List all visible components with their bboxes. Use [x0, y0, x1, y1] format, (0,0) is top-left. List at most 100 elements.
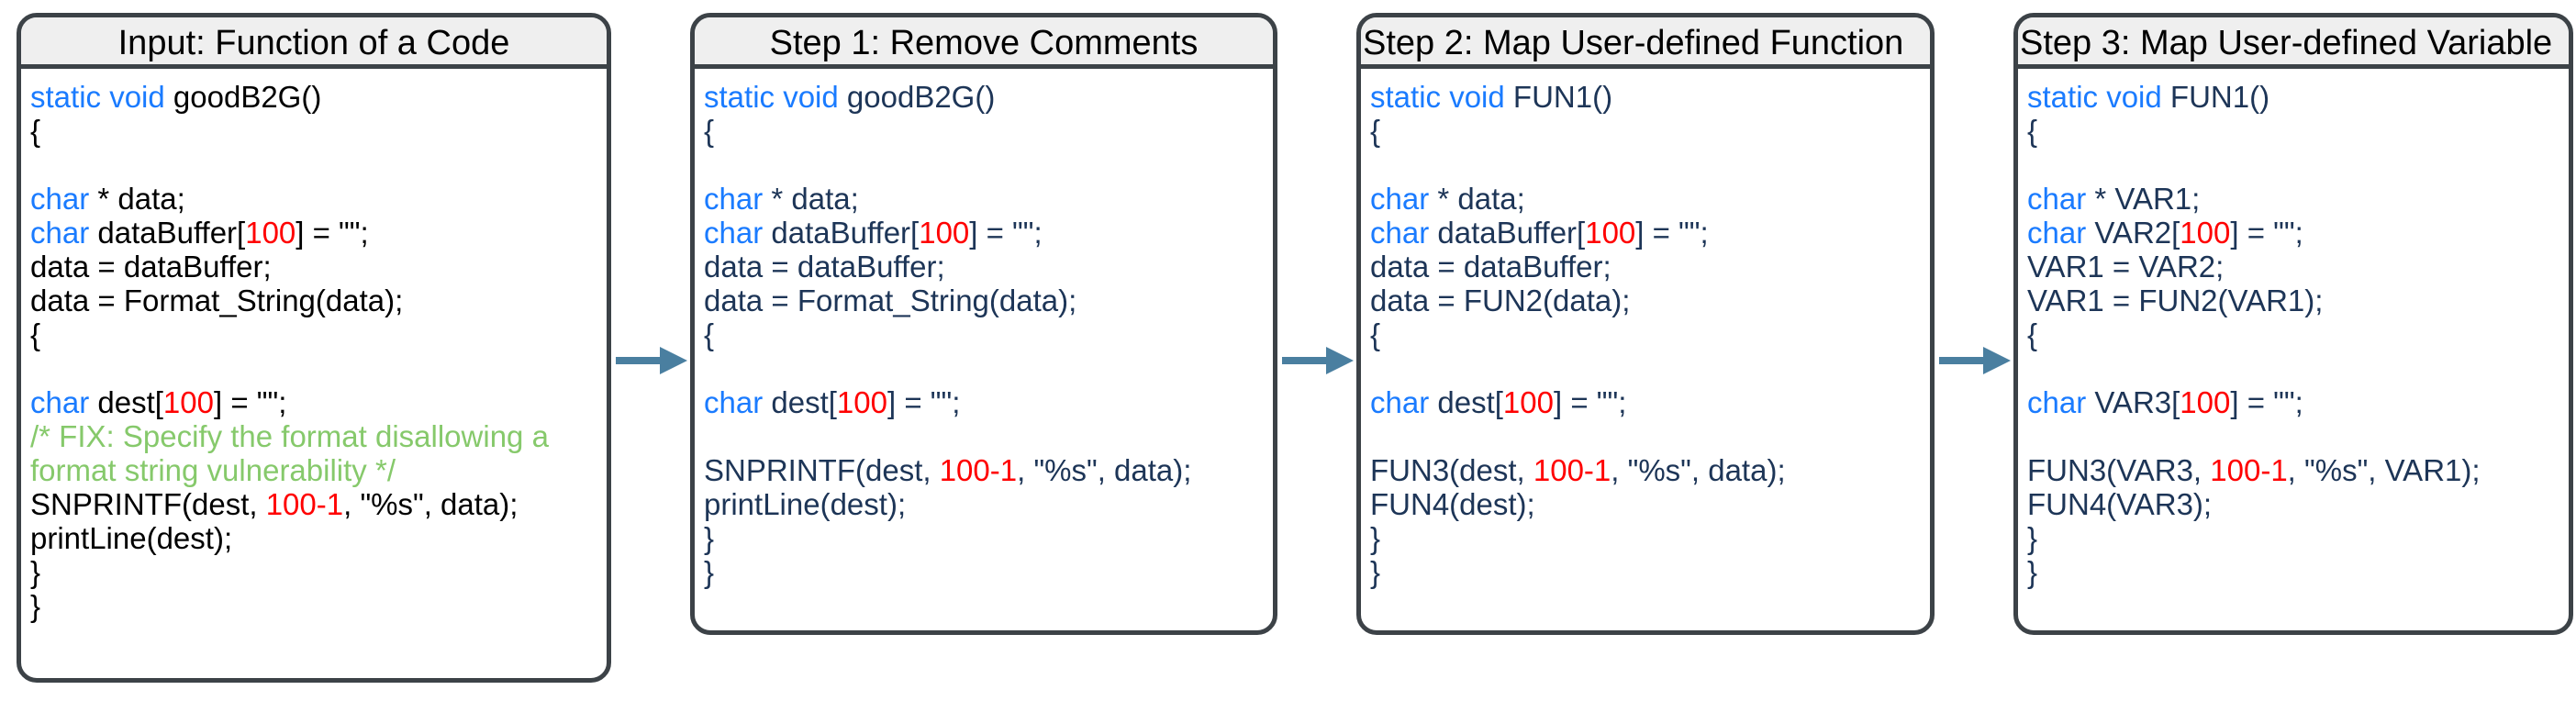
code-line: char dataBuffer[100] = "";: [704, 216, 1273, 250]
code-line: [704, 148, 1273, 182]
code-line: }: [2027, 521, 2569, 555]
arrow-step1-to-step2: [1282, 347, 1354, 374]
code-line: data = dataBuffer;: [30, 250, 607, 284]
code-text: FUN3(dest,: [1370, 453, 1533, 487]
panel-step1: Step 1: Remove Comments static void good…: [690, 13, 1277, 635]
code-line: }: [704, 555, 1273, 589]
code-line: {: [30, 317, 607, 351]
code-line: data = FUN2(data);: [1370, 284, 1930, 317]
code-line: FUN3(dest, 100-1, "%s", data);: [1370, 453, 1930, 487]
code-number: 100: [1502, 385, 1554, 419]
code-keyword: char: [1370, 182, 1430, 216]
code-text: , "%s", VAR1);: [2287, 453, 2481, 487]
code-number: 100: [2180, 216, 2231, 250]
code-text: }: [2027, 555, 2038, 589]
code-text: {: [30, 114, 41, 148]
code-line: char dest[100] = "";: [704, 385, 1273, 419]
code-text: ] = "";: [296, 216, 369, 250]
code-line: FUN4(dest);: [1370, 487, 1930, 521]
code-keyword: char: [2027, 385, 2087, 419]
code-text: VAR1 = VAR2;: [2027, 250, 2225, 284]
code-number: 100: [2180, 385, 2231, 419]
code-text: ] = "";: [969, 216, 1043, 250]
code-line: VAR1 = VAR2;: [2027, 250, 2569, 284]
code-text: data = FUN2(data);: [1370, 284, 1631, 317]
code-line: }: [1370, 521, 1930, 555]
code-text: {: [704, 317, 715, 351]
code-number: 100-1: [2210, 453, 2288, 487]
code-line: data = dataBuffer;: [1370, 250, 1930, 284]
code-line: data = dataBuffer;: [704, 250, 1273, 284]
panel-step3: Step 3: Map User-defined Variable static…: [2013, 13, 2573, 635]
code-text: }: [30, 589, 41, 623]
code-keyword: char: [30, 385, 90, 419]
code-line: char dataBuffer[100] = "";: [30, 216, 607, 250]
code-line: char dest[100] = "";: [1370, 385, 1930, 419]
code-keyword: char: [704, 385, 764, 419]
code-line: /* FIX: Specify the format disallowing a: [30, 419, 607, 453]
code-text: goodB2G(): [846, 80, 996, 114]
code-text: FUN4(VAR3);: [2027, 487, 2213, 521]
code-line: SNPRINTF(dest, 100-1, "%s", data);: [704, 453, 1273, 487]
code-line: {: [704, 114, 1273, 148]
code-keyword: char: [30, 216, 90, 250]
code-text: data = dataBuffer;: [30, 250, 272, 284]
panel-step2-title: Step 2: Map User-defined Function: [1361, 17, 1930, 69]
panel-step1-code: static void goodB2G(){ char * data;char …: [695, 69, 1273, 589]
code-line: static void FUN1(): [2027, 80, 2569, 114]
code-text: goodB2G(): [173, 80, 322, 114]
code-text: FUN3(VAR3,: [2027, 453, 2211, 487]
code-line: [2027, 351, 2569, 385]
code-line: format string vulnerability */: [30, 453, 607, 487]
arrow-step2-to-step3: [1939, 347, 2011, 374]
code-text: }: [1370, 555, 1381, 589]
code-line: FUN3(VAR3, 100-1, "%s", VAR1);: [2027, 453, 2569, 487]
code-line: SNPRINTF(dest, 100-1, "%s", data);: [30, 487, 607, 521]
code-text: ] = "";: [1553, 385, 1627, 419]
code-line: [704, 419, 1273, 453]
code-number: 100-1: [265, 487, 344, 521]
code-text: }: [704, 521, 715, 555]
code-line: {: [704, 317, 1273, 351]
code-text: VAR3[: [2086, 385, 2180, 419]
code-keyword: char: [1370, 216, 1430, 250]
code-text: VAR1 = FUN2(VAR1);: [2027, 284, 2324, 317]
code-number: 100-1: [1533, 453, 1611, 487]
code-line: }: [704, 521, 1273, 555]
code-keyword: char: [2027, 216, 2087, 250]
code-line: char dest[100] = "";: [30, 385, 607, 419]
code-text: FUN4(dest);: [1370, 487, 1535, 521]
code-line: data = Format_String(data);: [30, 284, 607, 317]
code-text: dataBuffer[: [1429, 216, 1586, 250]
code-line: [1370, 148, 1930, 182]
code-line: [2027, 419, 2569, 453]
code-text: ] = "";: [213, 385, 287, 419]
code-line: char * data;: [30, 182, 607, 216]
arrow-head: [1326, 347, 1354, 374]
code-line: printLine(dest);: [704, 487, 1273, 521]
code-text: data = Format_String(data);: [704, 284, 1077, 317]
code-line: {: [1370, 317, 1930, 351]
code-number: 100: [245, 216, 296, 250]
code-line: }: [30, 555, 607, 589]
code-text: dest[: [89, 385, 163, 419]
code-line: [1370, 419, 1930, 453]
code-line: static void FUN1(): [1370, 80, 1930, 114]
code-line: char VAR2[100] = "";: [2027, 216, 2569, 250]
code-line: [1370, 351, 1930, 385]
code-text: , "%s", data);: [343, 487, 519, 521]
code-text: data = dataBuffer;: [704, 250, 945, 284]
code-text: dataBuffer[: [89, 216, 246, 250]
code-line: {: [1370, 114, 1930, 148]
code-text: SNPRINTF(dest,: [30, 487, 266, 521]
code-text: * data;: [89, 182, 185, 216]
code-text: {: [2027, 317, 2038, 351]
code-keyword: char: [30, 182, 90, 216]
code-text: {: [704, 114, 715, 148]
code-line: printLine(dest);: [30, 521, 607, 555]
code-text: ] = "";: [887, 385, 961, 419]
code-line: static void goodB2G(): [30, 80, 607, 114]
code-line: VAR1 = FUN2(VAR1);: [2027, 284, 2569, 317]
code-text: dataBuffer[: [763, 216, 920, 250]
